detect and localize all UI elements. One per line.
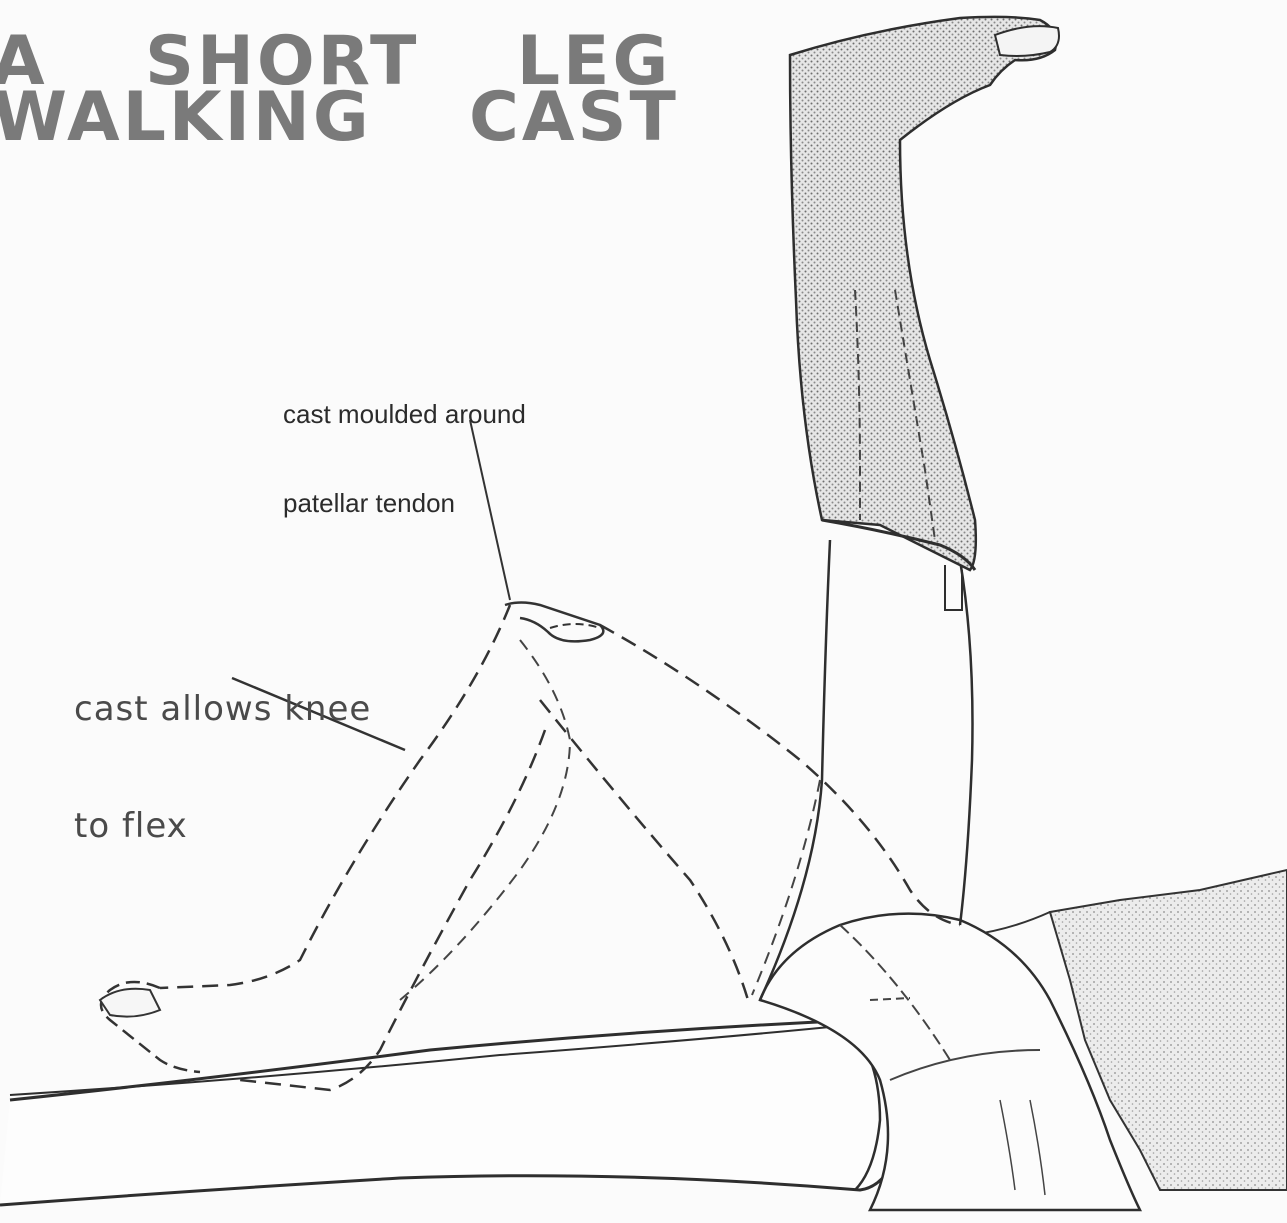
annotation-patellar-line-2: patellar tendon xyxy=(283,489,526,519)
ghost-calf-inner xyxy=(400,640,570,1000)
annotation-knee-flex-line-1: cast allows knee xyxy=(74,690,371,729)
ghost-kneecap xyxy=(505,603,603,642)
annotation-knee-flex-line-2: to flex xyxy=(74,807,371,846)
ghost-foot-toe xyxy=(100,989,160,1017)
cast-tab xyxy=(945,565,962,610)
resting-thigh xyxy=(0,1020,905,1205)
raised-thigh-front xyxy=(760,540,830,1000)
annotation-patellar: cast moulded around patellar tendon xyxy=(283,340,526,579)
annotation-patellar-line-1: cast moulded around xyxy=(283,400,526,430)
annotation-knee-flex: cast allows knee to flex xyxy=(74,612,371,925)
title-line-2: WALKING CAST xyxy=(0,84,679,152)
ghost-thigh-top xyxy=(600,625,960,925)
ghost-thigh-bottom xyxy=(540,700,748,1000)
raised-thigh-back xyxy=(960,560,973,925)
raised-cast xyxy=(790,17,1056,570)
ghost-kneecap-inner xyxy=(550,624,600,628)
